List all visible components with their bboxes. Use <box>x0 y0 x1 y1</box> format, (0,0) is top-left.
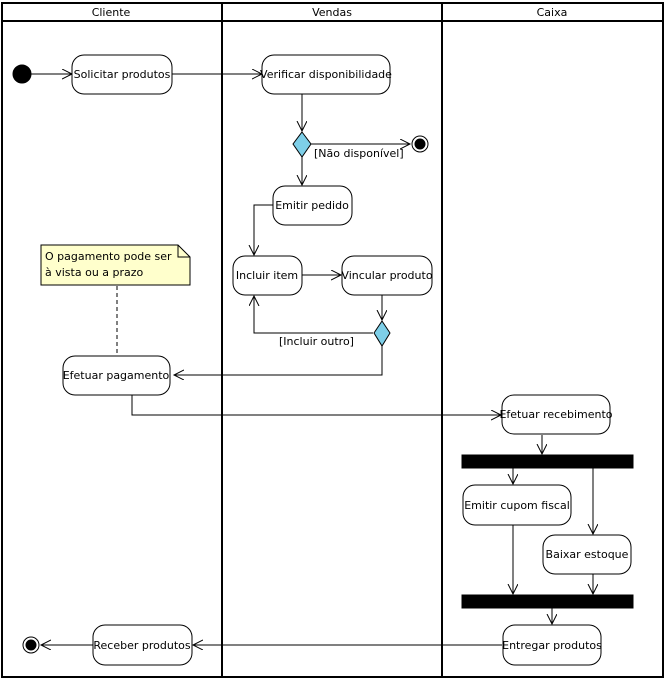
action-label: Vincular produto <box>341 269 432 282</box>
action-baixar-estoque: Baixar estoque <box>542 534 632 575</box>
action-label: Efetuar pagamento <box>63 369 170 382</box>
lane-header-vendas: Vendas <box>312 6 352 19</box>
action-incluir-item: Incluir item <box>232 255 303 296</box>
decision-incluir-outro <box>373 320 391 347</box>
flow-decision-pagamento <box>174 346 383 375</box>
join-bar <box>461 594 634 609</box>
flow-loop-incluir-outro <box>254 296 373 334</box>
note-line-2: à vista ou a prazo <box>45 266 144 279</box>
lane-header-cliente: Cliente <box>92 6 131 19</box>
final-node <box>22 636 40 654</box>
decision-disponibilidade <box>292 131 312 158</box>
action-efetuar-pagamento: Efetuar pagamento <box>62 355 171 396</box>
flow-pagamento-recebimento <box>131 395 501 415</box>
guard-nao-disponivel: [Não disponível] <box>314 147 404 160</box>
action-label: Baixar estoque <box>546 548 629 561</box>
fork-bar <box>461 454 634 469</box>
action-entregar-produtos: Entregar produtos <box>502 624 602 666</box>
note-line-1: O pagamento pode ser <box>45 250 172 263</box>
action-label: Emitir pedido <box>275 199 349 212</box>
action-efetuar-recebimento: Efetuar recebimento <box>499 394 613 435</box>
final-node-nao-disponivel <box>411 135 429 153</box>
initial-node <box>12 64 32 84</box>
action-label: Verificar disponibilidade <box>260 68 392 81</box>
guard-incluir-outro: [Incluir outro] <box>279 335 354 348</box>
nodes: Solicitar produtos Verificar disponibili… <box>12 54 634 666</box>
action-verificar-disponibilidade: Verificar disponibilidade <box>260 54 392 95</box>
action-emitir-cupom-fiscal: Emitir cupom fiscal <box>462 484 572 526</box>
lane-header-caixa: Caixa <box>537 6 568 19</box>
control-flows <box>31 74 593 645</box>
action-emitir-pedido: Emitir pedido <box>272 185 353 226</box>
action-label: Efetuar recebimento <box>499 408 612 421</box>
action-label: Solicitar produtos <box>74 68 171 81</box>
action-label: Incluir item <box>236 269 298 282</box>
action-label: Emitir cupom fiscal <box>464 499 570 512</box>
action-receber-produtos: Receber produtos <box>92 624 193 666</box>
action-label: Receber produtos <box>93 639 190 652</box>
action-label: Entregar produtos <box>502 639 602 652</box>
note-pagamento: O pagamento pode ser à vista ou a prazo <box>40 244 191 286</box>
action-vincular-produto: Vincular produto <box>341 255 433 296</box>
action-solicitar-produtos: Solicitar produtos <box>71 54 173 95</box>
flow-emitir-incluir <box>254 204 273 255</box>
